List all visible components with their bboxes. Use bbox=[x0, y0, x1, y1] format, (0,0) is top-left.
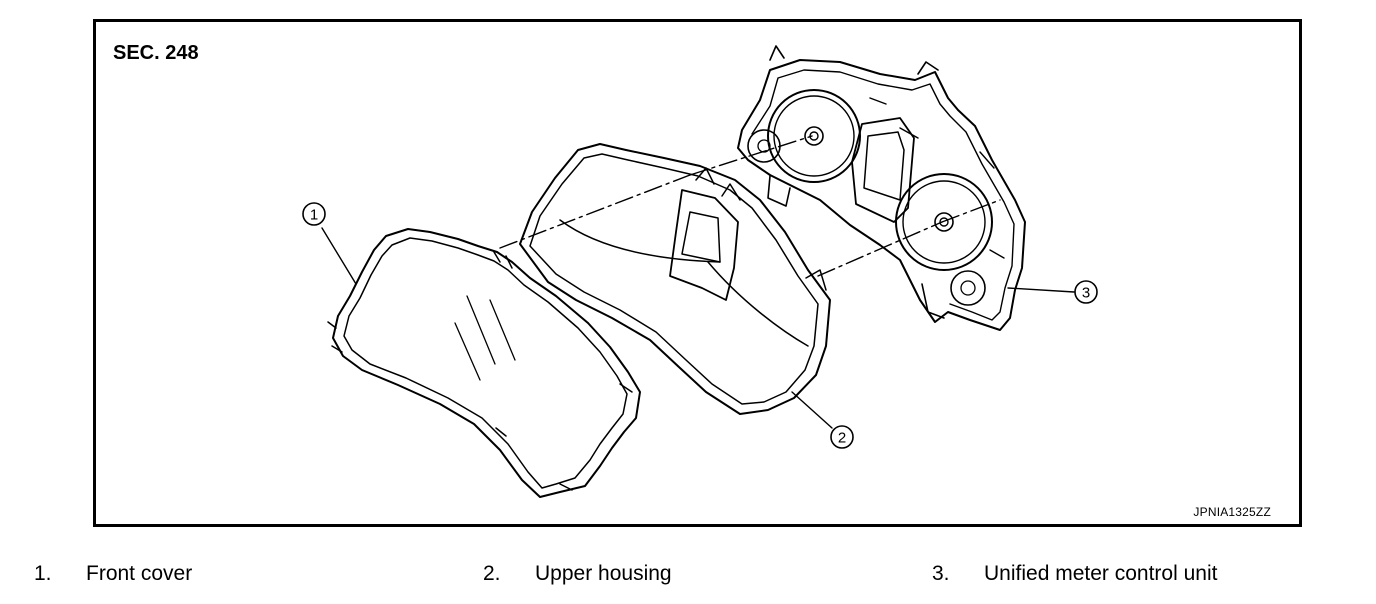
legend-label: Front cover bbox=[86, 562, 193, 585]
figure-code: JPNIA1325ZZ bbox=[1193, 505, 1271, 519]
legend-number: 2. bbox=[483, 562, 501, 585]
alignment-lines bbox=[499, 135, 1001, 277]
callout-number: 1 bbox=[310, 207, 318, 224]
callout-3: 3 bbox=[1007, 280, 1098, 304]
upper-housing-part bbox=[519, 143, 831, 415]
legend-number: 1. bbox=[34, 562, 52, 585]
callout-number: 2 bbox=[838, 430, 846, 447]
callout-1: 1 bbox=[302, 202, 357, 285]
diagram-frame: SEC. 248 JPNIA1325ZZ bbox=[93, 19, 1302, 527]
legend-label: Upper housing bbox=[535, 562, 672, 585]
legend-label: Unified meter control unit bbox=[984, 562, 1218, 585]
callout-number: 3 bbox=[1082, 285, 1090, 302]
unified-meter-control-unit-part bbox=[737, 45, 1026, 331]
callout-2: 2 bbox=[791, 391, 854, 449]
front-cover-part bbox=[327, 228, 641, 498]
legend-number: 3. bbox=[932, 562, 950, 585]
section-label: SEC. 248 bbox=[113, 42, 199, 64]
